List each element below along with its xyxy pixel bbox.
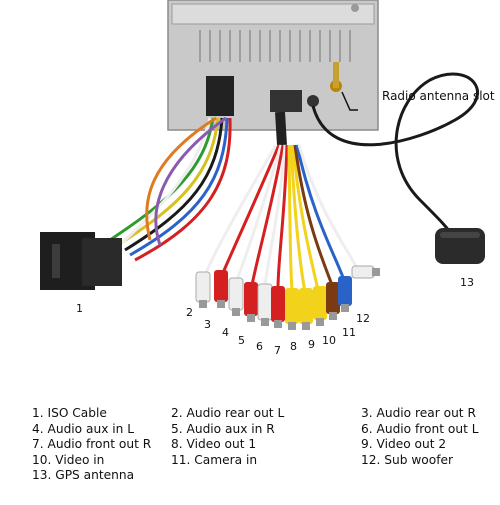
- legend-item: 2. Audio rear out L: [171, 406, 285, 420]
- callout-12: 12: [356, 312, 370, 325]
- callout-13: 13: [460, 276, 474, 289]
- callout-5: 5: [238, 334, 245, 347]
- callout-10: 10: [322, 334, 336, 347]
- iso-connector: [40, 232, 122, 290]
- legend-item: 9. Video out 2: [361, 437, 447, 451]
- rca-plug: [228, 277, 244, 316]
- unit-top-plate: [171, 3, 375, 25]
- legend-item: 4. Audio aux in L: [32, 421, 135, 436]
- legend-item: 13. GPS antenna: [32, 468, 135, 482]
- legend-column-3: 3. Audio rear out R 6. Audio front out L…: [361, 406, 479, 468]
- rca-plug: [214, 270, 228, 308]
- iso-port: [206, 76, 234, 116]
- iso-plug-clip: [52, 244, 60, 278]
- antenna-slot-label: Radio antenna slot: [382, 89, 495, 103]
- callout-3: 3: [204, 318, 211, 331]
- legend-item: 6. Audio front out L: [361, 421, 479, 436]
- rca-plug: [326, 282, 340, 320]
- callout-labels: Radio antenna slot 1 2 3 4 5 6 7 8 9 10 …: [76, 89, 495, 357]
- callout-2: 2: [186, 306, 193, 319]
- legend-column-1: 1. ISO Cable 4. Audio aux in L 7. Audio …: [32, 406, 151, 484]
- rca-plug: [195, 271, 211, 308]
- head-unit: [167, 0, 379, 131]
- legend-item: 12. Sub woofer: [361, 452, 454, 467]
- legend-item: 10. Video in: [32, 452, 105, 467]
- rca-plug: [338, 276, 352, 312]
- rca-plug: [299, 288, 313, 330]
- legend-item: 1. ISO Cable: [32, 406, 107, 420]
- callout-6: 6: [256, 340, 263, 353]
- antenna-jack: [333, 62, 339, 88]
- rca-plug: [313, 286, 327, 326]
- rca-plug: [285, 288, 299, 330]
- gps-antenna: [311, 72, 485, 264]
- screw: [351, 4, 359, 12]
- callout-7: 7: [274, 344, 281, 357]
- callout-4: 4: [222, 326, 229, 339]
- legend-item: 7. Audio front out R: [32, 437, 152, 451]
- callout-1: 1: [76, 302, 83, 315]
- legend-item: 5. Audio aux in R: [171, 421, 275, 436]
- rca-plug: [351, 265, 380, 279]
- legend-item: 3. Audio rear out R: [361, 406, 476, 420]
- legend-item: 11. Camera in: [171, 452, 258, 467]
- callout-11: 11: [342, 326, 356, 339]
- callout-9: 9: [308, 338, 315, 351]
- rca-bundle-wires: [203, 111, 360, 293]
- callout-8: 8: [290, 340, 297, 353]
- gps-receiver-top: [440, 232, 480, 238]
- rca-plug: [257, 283, 273, 326]
- gps-port: [307, 95, 319, 107]
- rca-port: [270, 90, 302, 112]
- gps-cable: [311, 72, 479, 241]
- rca-plugs: [195, 265, 380, 330]
- cooling-vents: [199, 30, 351, 62]
- legend-item: 8. Video out 1: [171, 437, 257, 451]
- rca-plug: [271, 286, 285, 328]
- antenna-callout-line: [341, 91, 358, 111]
- legend-column-2: 2. Audio rear out L 5. Audio aux in R 8.…: [171, 406, 284, 468]
- rca-plug: [244, 282, 258, 322]
- iso-harness-wires: [104, 116, 232, 262]
- iso-plug-b: [82, 238, 122, 286]
